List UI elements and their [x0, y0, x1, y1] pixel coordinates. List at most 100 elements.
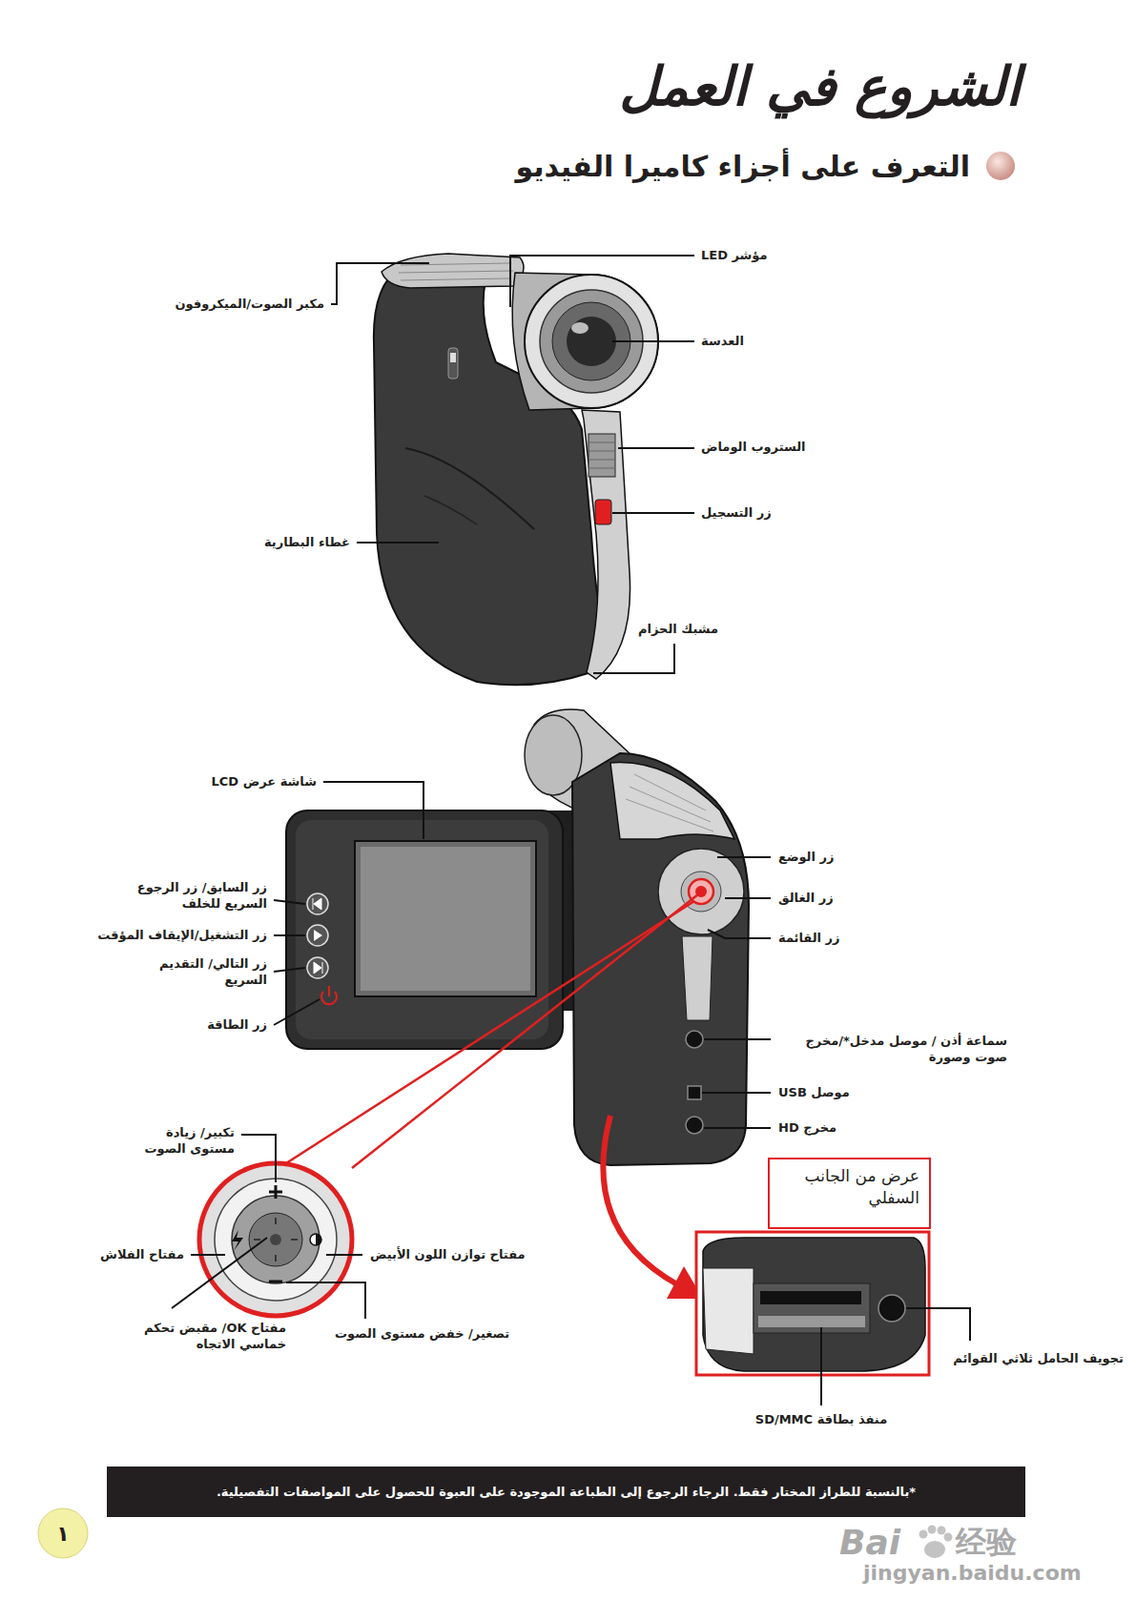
part-label: مشبك الحزام — [638, 621, 719, 639]
part-label: مكبر الصوت/الميكروفون — [175, 296, 325, 313]
part-label: زر السابق/ زر الرجوع السريع للخلف — [100, 880, 268, 913]
camera-open-part — [312, 898, 322, 910]
watermark-paw-part — [944, 1533, 953, 1543]
camera-front-part — [595, 499, 612, 525]
camera-open-part — [687, 1086, 702, 1100]
leader-lines-part — [171, 1238, 268, 1309]
camera-front-part — [450, 352, 456, 363]
leader-lines-part — [717, 856, 771, 859]
leader-lines-part — [612, 340, 695, 343]
part-label: موصل USB — [778, 1085, 850, 1102]
leader-lines-part — [702, 1092, 771, 1095]
view-caption-box: عرض من الجانب السفلي — [767, 1157, 931, 1230]
joystick-detail-part — [315, 1234, 322, 1246]
camera-open-part — [328, 986, 331, 997]
watermark: 经验 — [955, 1523, 1017, 1564]
part-label: زر الوضع — [778, 849, 834, 867]
camera-open-part — [313, 962, 323, 974]
part-label: تجويف الحامل ثلاثي القوائم — [952, 1351, 1124, 1368]
watermark: Bai — [839, 1521, 901, 1567]
camera-open-part — [685, 1031, 703, 1049]
part-label: مؤشر LED — [701, 247, 768, 265]
view-arrow — [602, 1115, 703, 1300]
leader-lines — [171, 255, 971, 1406]
part-label: غطاء البطارية — [264, 535, 351, 552]
view-caption: عرض من الجانب السفلي — [779, 1165, 920, 1210]
bottom-view-part — [878, 1295, 906, 1322]
leader-lines-part — [724, 897, 771, 900]
watermark: jingyan.baidu.com — [863, 1560, 1082, 1589]
page-number-fill — [38, 1508, 88, 1559]
part-label: مفتاح توازن اللون الأبيض — [370, 1247, 526, 1264]
watermark-paw-part — [937, 1527, 947, 1536]
title-bullet — [986, 151, 1015, 181]
leader-lines-part — [703, 1127, 771, 1130]
part-label: منفذ بطاقة SD/MMC — [755, 1412, 888, 1429]
camera-open-part — [307, 957, 329, 979]
bottom-view-part — [702, 1268, 754, 1355]
camera-front-part — [405, 448, 535, 530]
camera-open-part — [572, 753, 749, 1166]
page-number-circle: ١ — [37, 1507, 89, 1560]
camera-open-part — [681, 936, 713, 1021]
part-label: زر القائمة — [778, 930, 841, 948]
page-number: ١ — [56, 1522, 69, 1547]
part-label: الستروب الوماض — [701, 439, 806, 456]
bottom-view-part — [702, 1238, 926, 1372]
camera-open-part — [354, 841, 537, 997]
leader-lines-part — [241, 1135, 276, 1183]
leader-lines-part — [323, 782, 424, 840]
part-label: زر الطاقة — [206, 1017, 268, 1034]
leader-lines-part — [593, 643, 675, 674]
joystick-detail-part — [309, 1234, 322, 1246]
part-label: شاشة عرض LCD — [211, 774, 317, 791]
page-title: الشروع في العمل — [619, 52, 1021, 123]
part-label: زر الغالق — [778, 890, 834, 908]
leader-lines-part — [612, 512, 695, 515]
leader-lines-part — [326, 1254, 363, 1257]
joystick-detail-part — [269, 1234, 282, 1246]
leader-lines-part — [707, 929, 771, 939]
leader-lines-part — [703, 1038, 771, 1041]
leader-lines-part — [190, 1254, 226, 1257]
bottom-view-part — [753, 1283, 870, 1334]
leader-lines-part — [510, 255, 695, 308]
zoom-lines — [286, 890, 703, 1169]
part-label: زر التالي/ التقديم السريع — [123, 956, 268, 990]
part-label: زر التسجيل — [701, 505, 772, 522]
joystick-detail — [199, 1163, 352, 1317]
leader-lines-part — [273, 900, 306, 905]
camera-front-part — [588, 433, 616, 477]
camera-open-part — [307, 893, 329, 915]
joystick-detail-part — [231, 1230, 244, 1252]
leader-lines-part — [273, 934, 306, 937]
camera-front-part — [571, 322, 589, 334]
bottom-view-part — [758, 1316, 866, 1328]
camera-open-part — [610, 763, 735, 840]
camera-open-part — [625, 774, 714, 832]
part-label: مفتاح OK/ مقبض تحكم خماسي الاتجاه — [104, 1321, 287, 1354]
camera-front-part — [373, 267, 611, 685]
leader-lines-part — [273, 999, 320, 1026]
leader-lines-part — [330, 263, 430, 305]
camera-open-part — [295, 820, 549, 1040]
camera-open — [286, 709, 749, 1166]
camera-front-part — [566, 316, 617, 367]
camera-front-part — [424, 495, 477, 525]
bottom-view — [696, 1232, 930, 1376]
view-arrow-part — [602, 1115, 678, 1285]
joystick-detail-part — [248, 1213, 303, 1267]
joystick-detail-part — [268, 1280, 283, 1284]
zoom-lines-part — [351, 890, 703, 1169]
camera-front — [373, 253, 659, 685]
joystick-detail-part — [253, 1218, 298, 1262]
subtitle: التعرف على أجزاء كاميرا الفيديو — [515, 147, 971, 186]
camera-open-part — [360, 846, 531, 992]
part-label: تصغير/ خفض مستوى الصوت — [334, 1326, 510, 1343]
zoom-lines-part — [286, 901, 695, 1164]
leader-lines-part — [273, 968, 306, 972]
joystick-detail-part — [231, 1196, 320, 1284]
camera-open-part — [313, 929, 323, 942]
watermark-paw-part — [919, 1530, 929, 1540]
